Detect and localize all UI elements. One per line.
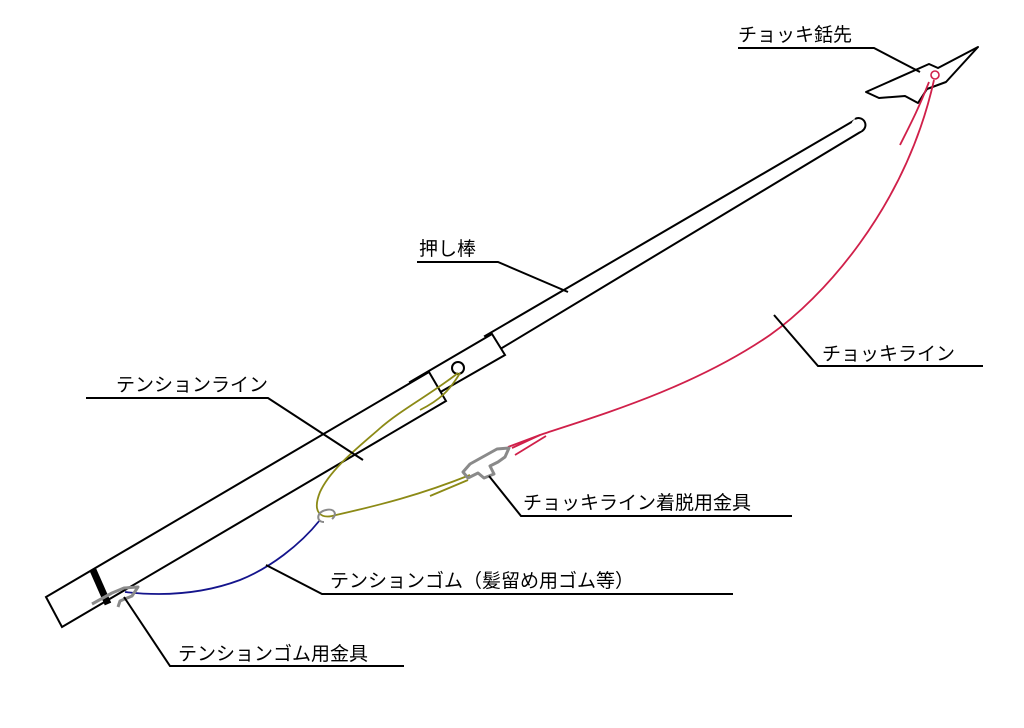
rubber-fitting xyxy=(91,585,140,608)
detach-fitting xyxy=(461,446,511,480)
tension-line-ring xyxy=(451,361,465,375)
chokki-line xyxy=(507,79,935,456)
label-rubber-fitting: テンションゴム用金具 xyxy=(178,643,369,665)
leader-chokki-line xyxy=(773,314,983,367)
harpoon-tip xyxy=(865,46,979,104)
leader-tension-line xyxy=(86,397,364,461)
tension-rubber xyxy=(124,519,321,595)
label-chokki-line: チョッキライン xyxy=(822,343,956,365)
rubber-hook xyxy=(317,508,336,523)
label-detach-fitting: チョッキライン着脱用金具 xyxy=(523,492,752,514)
leader-rubber-fitting xyxy=(123,596,404,667)
tension-line xyxy=(315,372,471,518)
gun-barrel xyxy=(44,370,448,629)
label-push-rod: 押し棒 xyxy=(419,238,477,260)
leader-detach-fitting xyxy=(488,475,792,517)
push-rod-shaft xyxy=(483,118,864,353)
label-tension-line: テンションライン xyxy=(116,374,269,396)
leader-push-rod xyxy=(417,261,569,293)
label-harpoon-tip: チョッキ銛先 xyxy=(738,24,853,46)
leader-lines xyxy=(86,47,983,667)
push-rod xyxy=(408,117,867,404)
leader-harpoon-tip xyxy=(738,47,921,73)
leader-tension-rubber xyxy=(265,564,733,595)
label-tension-rubber: テンションゴム（髪留め用ゴム等） xyxy=(330,570,635,592)
